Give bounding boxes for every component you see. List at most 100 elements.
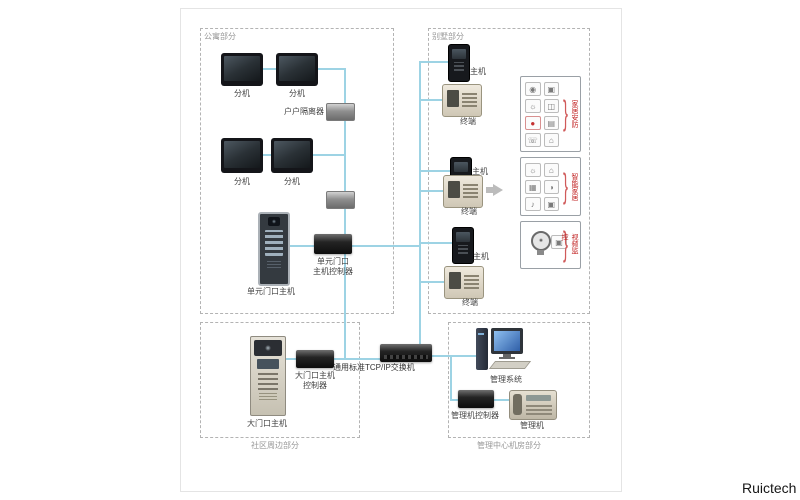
door-sensor-icon: ▣ — [543, 82, 559, 96]
terminal-keys — [464, 273, 479, 289]
sos-button-icon: ● — [525, 116, 541, 130]
cable-segment — [334, 358, 382, 360]
monitor-icon: ▣ — [551, 235, 567, 249]
villa-terminal-label: 终端 — [462, 298, 478, 307]
monitor-screen — [224, 141, 260, 168]
region-apartment-title: 公寓部分 — [204, 32, 236, 41]
host-screen — [456, 232, 470, 242]
camera-icon — [254, 340, 282, 356]
management-computer-tower — [476, 328, 488, 370]
home-sensor-icon: ⌂ — [543, 133, 559, 147]
panel-video-monitoring-label: 视频监控 — [561, 233, 578, 255]
monitor-stand — [503, 354, 511, 357]
dimmer-icon: ◑ — [543, 180, 559, 194]
management-phone — [509, 390, 557, 420]
host-buttons — [458, 245, 468, 254]
region-management-title: 管理中心机房部分 — [477, 441, 541, 450]
host-screen — [452, 49, 466, 59]
management-controller — [458, 390, 494, 408]
villa-terminal-label: 终端 — [461, 207, 477, 216]
diagram-frame — [180, 8, 622, 492]
villa-host-1 — [448, 44, 470, 82]
floor-isolator-1 — [326, 103, 355, 121]
gate-door-controller-label: 大门口主机 控制器 — [295, 371, 335, 390]
monitor-screen — [279, 56, 315, 81]
cable-segment — [450, 399, 458, 401]
indoor-monitor-3 — [221, 138, 263, 173]
region-community — [200, 322, 360, 438]
camera-icon — [268, 217, 280, 226]
cable-segment — [419, 61, 449, 63]
terminal-keys — [462, 91, 477, 107]
unit-door-controller — [314, 234, 352, 254]
terminal-screen — [449, 272, 461, 289]
cable-segment — [493, 399, 510, 401]
indoor-monitor-1 — [221, 53, 263, 86]
monitor-base — [499, 357, 515, 359]
keyboard-icon — [488, 361, 532, 369]
villa-terminal-3 — [444, 266, 484, 299]
speaker-grille — [259, 393, 277, 400]
cable-segment — [286, 245, 314, 247]
control-panel-icon: ▣ — [543, 197, 559, 211]
cable-segment — [450, 355, 452, 401]
villa-terminal-1 — [442, 84, 482, 117]
terminal-screen — [448, 181, 460, 198]
monitor-screen — [224, 56, 260, 81]
handset-icon — [513, 394, 522, 415]
region-management — [448, 322, 590, 438]
speaker-grille — [267, 260, 281, 268]
cable-segment — [419, 242, 453, 244]
host-screen — [454, 162, 468, 172]
brace-icon: } — [562, 225, 568, 265]
gate-door-controller — [296, 350, 334, 368]
cable-segment — [432, 355, 477, 357]
indoor-monitor-2 — [276, 53, 318, 86]
monitor-label: 分机 — [234, 89, 250, 98]
monitor-screen — [274, 141, 310, 168]
isolator-label: 户户隔离器 — [284, 107, 324, 116]
brace-icon: } — [562, 166, 568, 207]
arrow-right-icon — [493, 184, 503, 196]
icon-grid: ◉ ▣ ☼ ◫ ● ▤ ☏ ⌂ — [525, 82, 559, 147]
icon-grid: ☼ ⌂ ▦ ◑ ♪ ▣ — [525, 163, 559, 211]
panel-smart-home-label: 智能家居 — [571, 172, 578, 201]
villa-host-label: 主机 — [470, 67, 486, 76]
gate-door-station — [250, 336, 286, 416]
keypad — [265, 230, 283, 256]
computer-screen — [494, 331, 520, 351]
monitor-label: 分机 — [284, 177, 300, 186]
management-computer-monitor — [491, 328, 523, 354]
gas-detector-icon: ☼ — [525, 99, 541, 113]
monitor-label: 分机 — [289, 89, 305, 98]
blinds-icon: ▦ — [525, 180, 541, 194]
region-community-title: 社区周边部分 — [251, 441, 299, 450]
management-phone-label: 管理机 — [520, 421, 544, 430]
keypad-icon: ▤ — [543, 116, 559, 130]
alarm-phone-icon: ☏ — [525, 133, 541, 147]
music-icon: ♪ — [525, 197, 541, 211]
cable-segment — [419, 61, 421, 345]
cable-segment — [352, 245, 420, 247]
brand-watermark: Ruictech — [742, 480, 797, 496]
unit-door-station — [258, 212, 290, 286]
smoke-detector-icon: ◉ — [525, 82, 541, 96]
brace-icon: } — [562, 94, 568, 134]
region-apartment — [200, 28, 394, 314]
tcp-ip-switch-label: 通用标准TCP/IP交换机 — [333, 363, 415, 372]
arrow-right-icon — [486, 187, 493, 193]
panel-home-security-label: 家居安防 — [571, 100, 578, 128]
terminal-keys — [463, 182, 478, 198]
unit-door-controller-label: 单元门口 主机控制器 — [313, 257, 353, 276]
cable-segment — [284, 358, 296, 360]
window-sensor-icon: ◫ — [543, 99, 559, 113]
villa-terminal-2 — [443, 175, 483, 208]
panel-smart-home: ☼ ⌂ ▦ ◑ ♪ ▣ } 智能家居 — [520, 157, 581, 216]
keypad — [258, 372, 278, 390]
cable-segment — [419, 190, 444, 192]
tcp-ip-switch — [380, 344, 432, 362]
management-controller-label: 管理机控制器 — [451, 411, 499, 420]
phone-keypad — [526, 404, 552, 415]
ip-camera-icon — [531, 231, 551, 255]
cable-segment — [419, 281, 445, 283]
